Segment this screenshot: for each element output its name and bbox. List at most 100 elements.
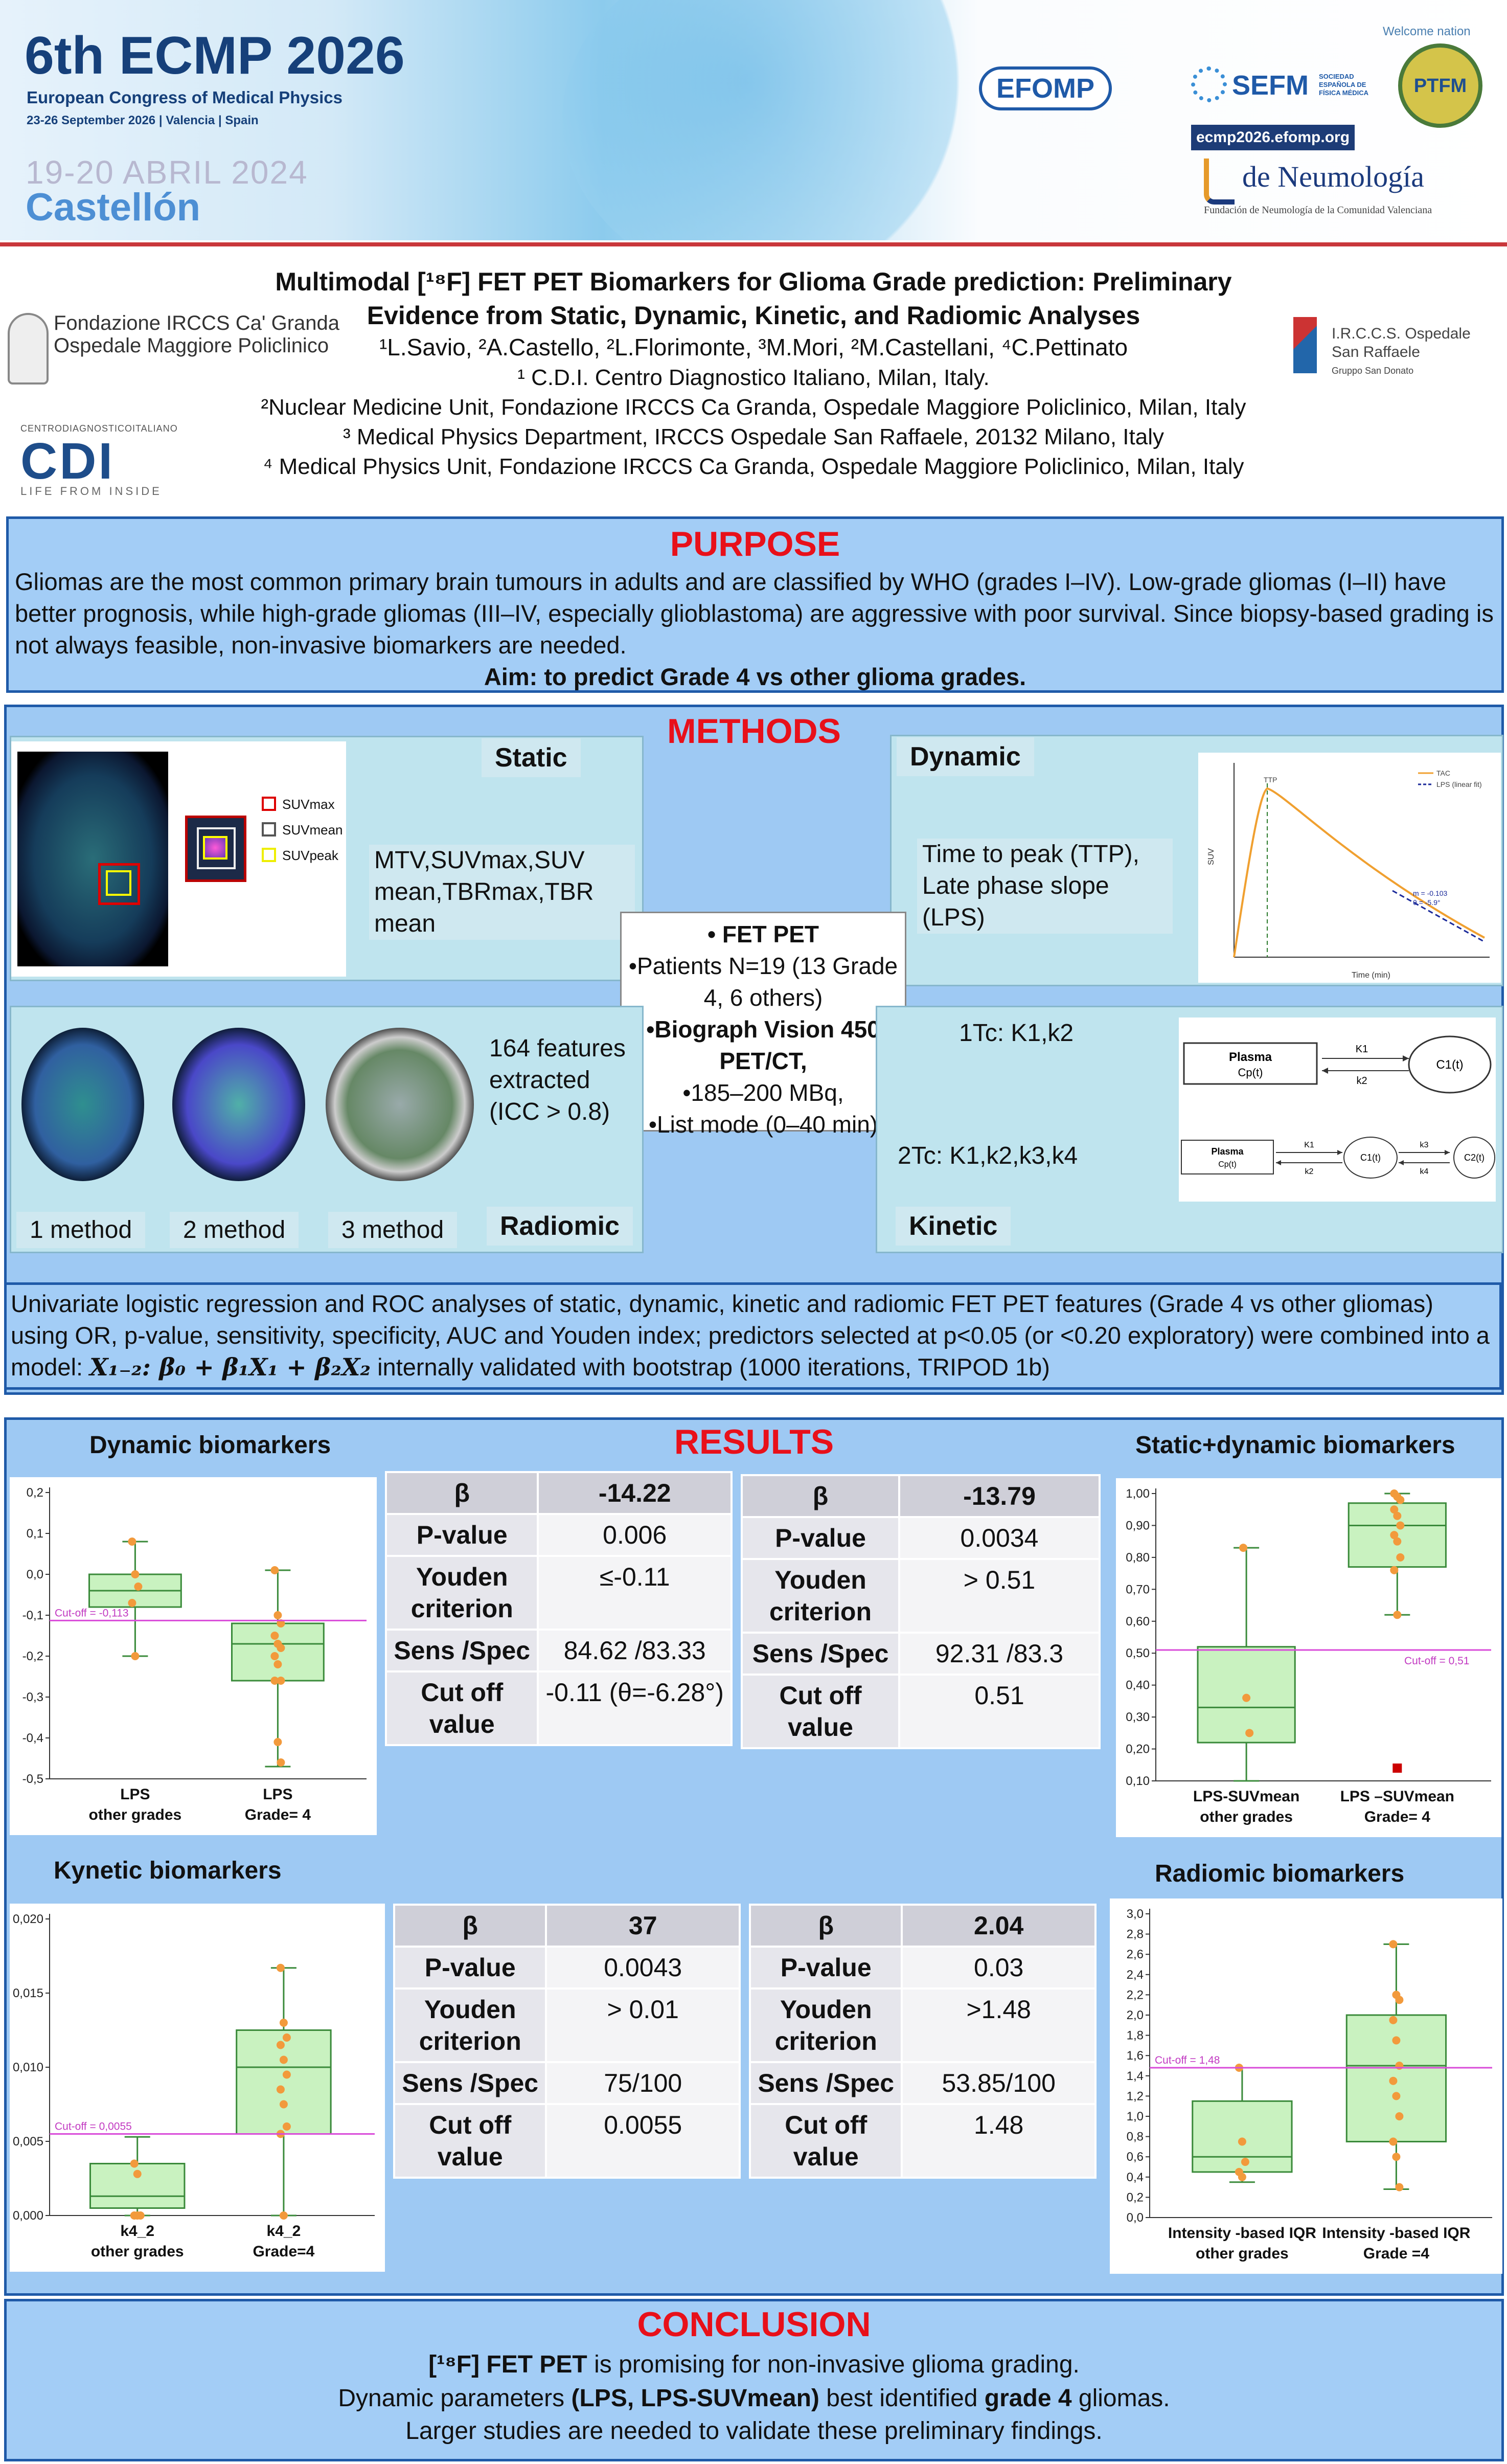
conclusion-l2b: best identified [819,2385,985,2412]
sefm-logo: SEFM [1232,70,1309,101]
y-tick-label: 3,0 [1127,1907,1144,1921]
conclusion-heading: CONCLUSION [637,2305,871,2344]
y-tick-label: 0,4 [1127,2171,1144,2184]
cutoff-label: Cut-off = 0,51 [1404,1655,1469,1667]
data-point [282,2122,291,2131]
welcome-nation: Welcome nation [1383,25,1471,38]
event-city: Castellón [26,186,201,229]
y-tick-label: 0,90 [1126,1519,1150,1532]
methods-heading: METHODS [667,712,841,751]
y-tick-label: 0,80 [1126,1551,1150,1565]
data-point [128,1599,136,1607]
table-row-value: -0.11 (θ=-6.28°) [537,1670,733,1746]
table-row: Youden criterion> 0.51 [741,1558,1101,1634]
purpose-heading: PURPOSE [670,525,840,563]
data-point [276,2041,285,2049]
data-point [270,1652,279,1660]
y-tick-label: 0,020 [13,1912,43,1926]
radiomic-image-3 [326,1028,474,1181]
congress-url[interactable]: ecmp2026.efomp.org [1191,125,1355,150]
static-label: Static [482,738,581,777]
dynamic-panel: Dynamic Time to peak (TTP), Late phase s… [890,735,1503,986]
table-row: Youden criterion> 0.01 [393,1987,741,2063]
fet-item-5: •List mode (0–40 min) [648,1111,878,1138]
compartment-svg: Plasma Cp(t) K1 k2 C1(t) Plasma Cp(t) K1… [1181,1035,1495,1179]
kinetic-biomarkers-title: Kynetic biomarkers [54,1857,282,1884]
kinetic-label: Kinetic [896,1207,1011,1246]
dynamic-label: Dynamic [897,737,1034,776]
data-point [130,2159,139,2168]
table-row-label: β [393,1904,547,1948]
data-point [276,2085,285,2094]
data-point [1245,1729,1254,1737]
table-row-value: 84.62 /83.33 [537,1629,733,1672]
ecmp-subtitle: European Congress of Medical Physics [27,88,343,107]
y-tick-label: 0,010 [13,2061,43,2074]
table-row-label: Youden criterion [393,1987,547,2063]
y-tick-label: 1,0 [1127,2110,1144,2123]
tac-xlabel: Time (min) [1352,971,1390,980]
radiomic-panel: 1 method 2 method 3 method 164 features … [10,1006,644,1253]
data-point [133,2169,142,2178]
data-point [1396,1496,1405,1504]
table-row-value: 0.006 [537,1513,733,1557]
radiomic-image-2 [172,1028,305,1181]
zoom-image [185,816,246,882]
conclusion-l2a: Dynamic parameters [338,2385,572,2412]
k4-2tc: k4 [1420,1167,1429,1176]
compartment-diagram: Plasma Cp(t) K1 k2 C1(t) Plasma Cp(t) K1… [1179,1018,1496,1202]
data-point [1392,2036,1401,2045]
conclusion-lps: (LPS, LPS-SUVmean) [571,2385,819,2412]
k2-1tc: k2 [1356,1075,1367,1087]
data-point [1392,2092,1401,2100]
legend-yellow-icon [262,848,276,862]
efomp-logo: EFOMP [979,66,1112,110]
table-row-value: -13.79 [898,1474,1101,1518]
brain-pet-image [17,752,168,966]
y-tick-label: 0,40 [1126,1679,1150,1692]
table-row-value: 75/100 [545,2061,741,2105]
y-tick-label: 1,00 [1126,1487,1150,1501]
conclusion-l1-text: is promising for non-invasive glioma gra… [587,2351,1080,2378]
cdi-tagline: LIFE FROM INSIDE [20,485,162,498]
affiliation-2: ²Nuclear Medicine Unit, Fondazione IRCCS… [261,395,1246,420]
table-row-label: Youden criterion [384,1555,539,1631]
tac-ylabel: SUV [1207,848,1216,865]
data-point [270,1566,279,1574]
table-row-label: Cut off value [748,2103,903,2179]
poster-title-line1: Multimodal [¹⁸F] FET PET Biomarkers for … [275,267,1232,296]
data-point [277,1677,285,1685]
cp-2tc: Cp(t) [1218,1160,1237,1169]
policlinico-line2: Ospedale Maggiore Policlinico [54,334,329,357]
y-tick-label: -0,2 [22,1649,43,1663]
data-point [1396,1553,1405,1562]
table-row-label: P-value [384,1513,539,1557]
data-point [277,1758,285,1767]
y-tick-label: 2,0 [1127,2008,1144,2022]
y-tick-label: -0,3 [22,1690,43,1704]
table-row-label: P-value [741,1516,900,1560]
data-point [131,1570,140,1578]
suvmax-box [98,863,140,905]
table-row-value: -14.22 [537,1471,733,1515]
table-row: Youden criterion>1.48 [748,1987,1097,2063]
conclusion-l2c: gliomas. [1071,2385,1170,2412]
y-tick-label: -0,4 [22,1731,43,1745]
event-dates: 19-20 ABRIL 2024 [26,154,308,191]
fet-item-3: •Biograph Vision 450 PET/CT, [646,1016,880,1074]
table-row-label: β [748,1904,903,1948]
data-point [1239,1544,1248,1552]
data-point [131,1652,140,1660]
